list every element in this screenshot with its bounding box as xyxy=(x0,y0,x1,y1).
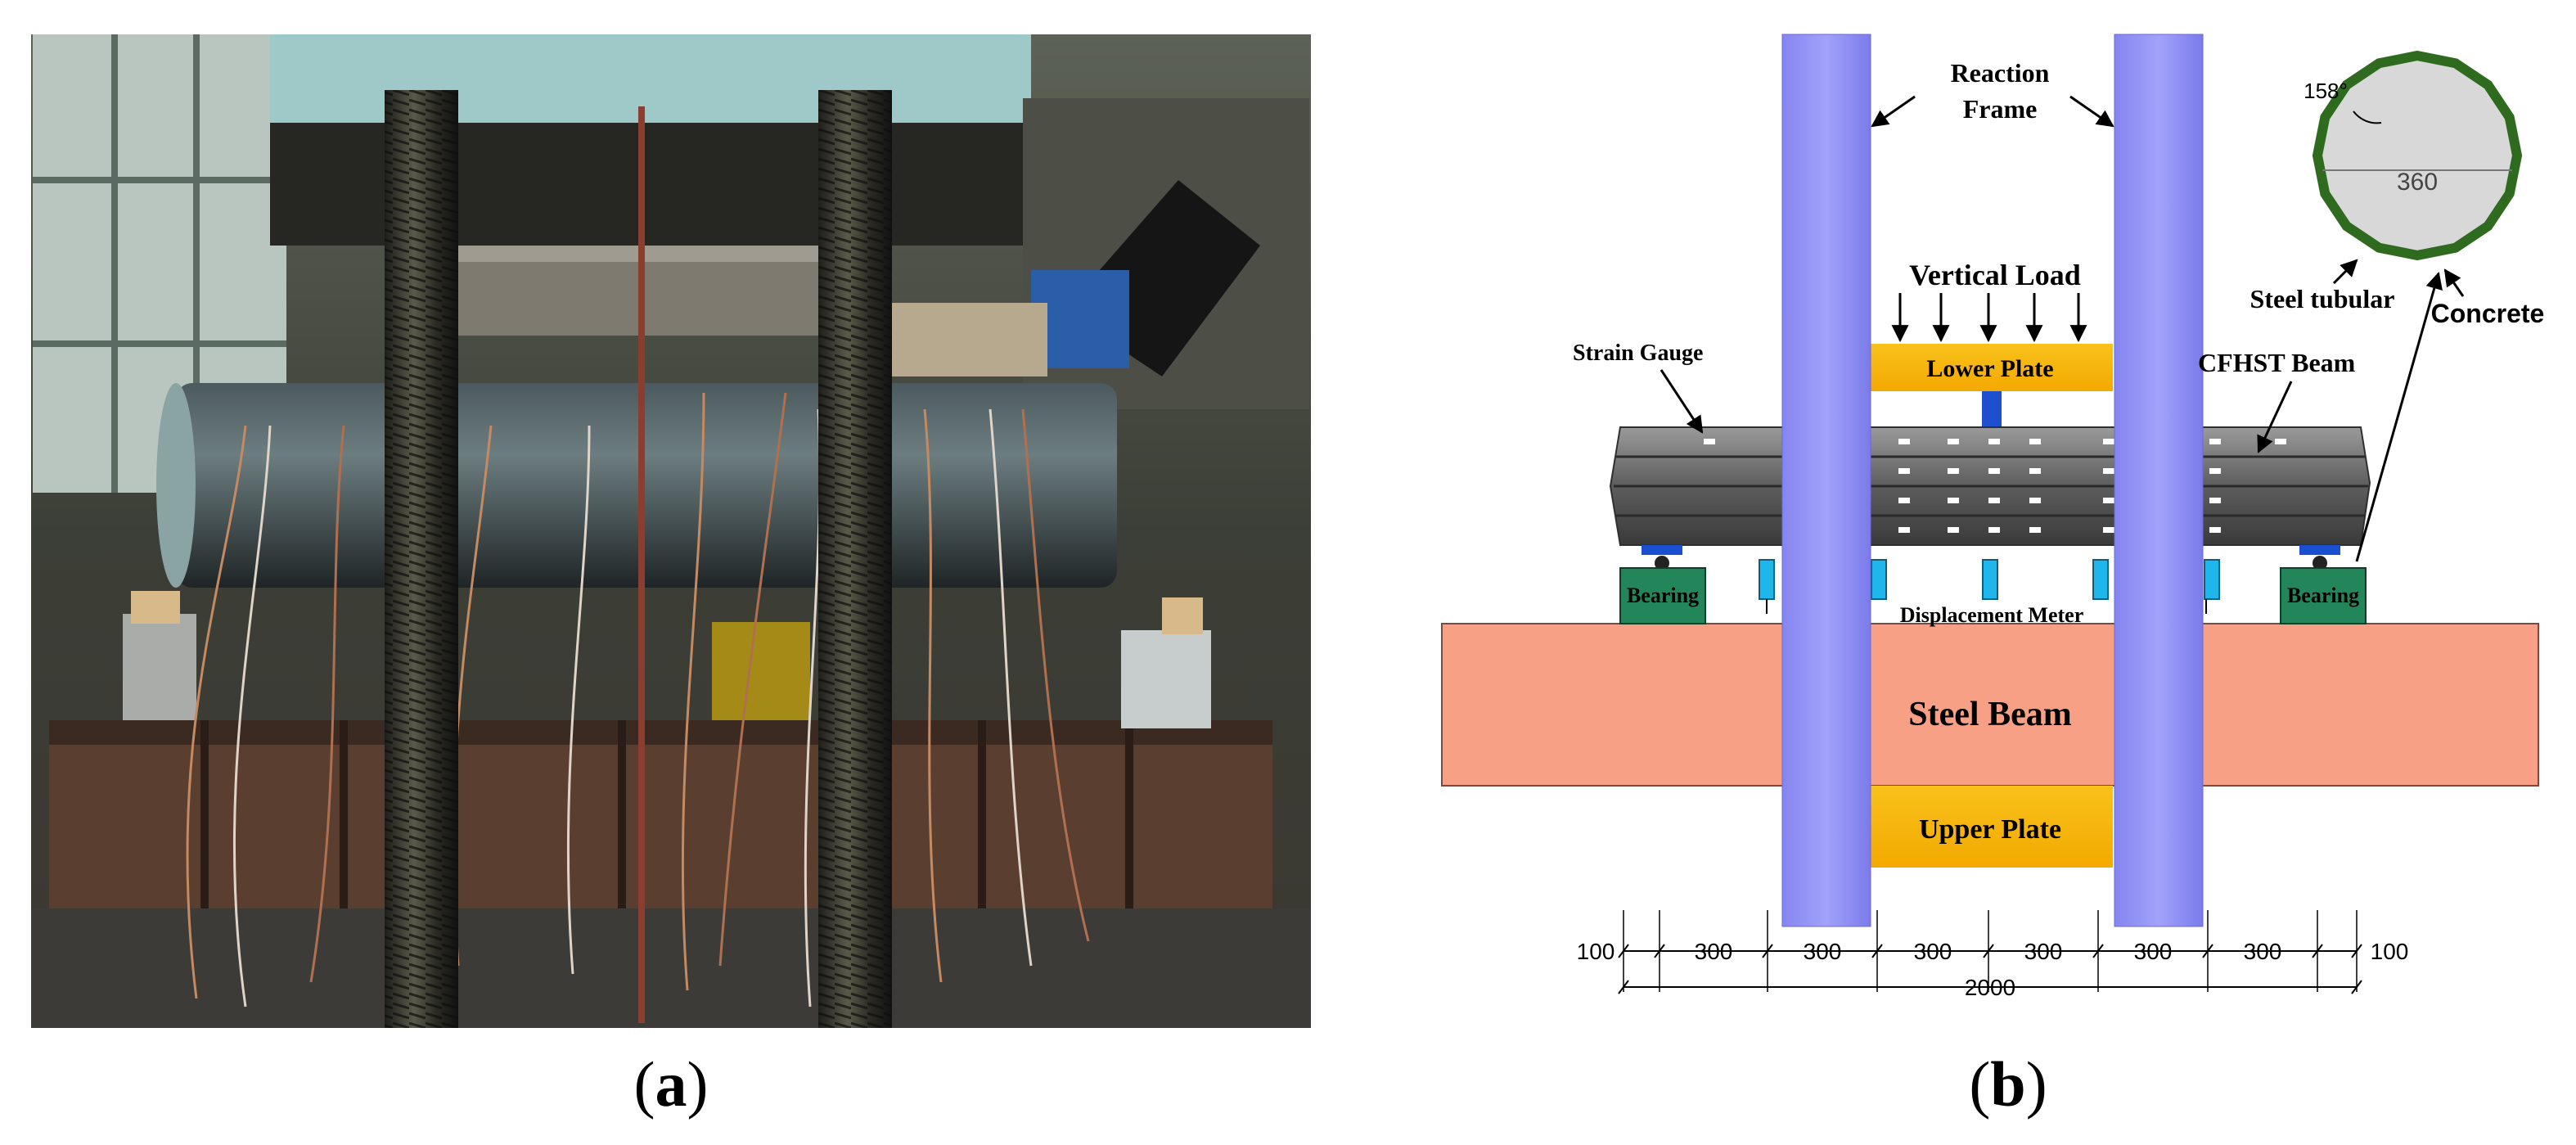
lower-plate xyxy=(1867,344,2113,391)
dimension-label: 300 xyxy=(2244,939,2282,964)
strain-gauge-mark xyxy=(2209,439,2221,444)
bearing-left xyxy=(1619,567,1706,624)
strain-gauge-mark xyxy=(2209,527,2221,533)
upper-plate-label: Upper Plate xyxy=(1919,814,2061,845)
cfhst-beam-label: CFHST Beam xyxy=(2198,348,2356,377)
strain-gauge-mark xyxy=(1988,527,2000,533)
dimension-label: 300 xyxy=(2024,939,2063,964)
bearing-left-label: Bearing xyxy=(1627,584,1699,607)
strain-gauge-mark xyxy=(2029,468,2041,474)
strain-gauge-mark xyxy=(1948,468,1959,474)
strain-gauge-mark xyxy=(1898,527,1910,533)
reaction-frame-label-2: Frame xyxy=(1963,94,2038,124)
reaction-frame-right xyxy=(2114,34,2204,927)
dimension-label: 2000 xyxy=(1965,975,2015,1000)
upper-plate xyxy=(1867,786,2113,868)
strain-gauge-mark xyxy=(2103,498,2114,503)
cfhst-beam xyxy=(1609,426,2371,546)
strain-gauge-mark xyxy=(1988,498,2000,503)
dimension-line xyxy=(2351,980,2362,994)
diameter-label: 360 xyxy=(2397,169,2438,196)
steel-tubular-label: Steel tubular xyxy=(2250,284,2395,313)
dimension-line xyxy=(1618,980,1629,994)
steel-beam xyxy=(1441,623,2539,787)
bearing-right-label: Bearing xyxy=(2287,584,2359,607)
strain-gauge-mark xyxy=(1988,439,2000,444)
reaction-frame-label-1: Reaction xyxy=(1951,58,2050,88)
strain-gauge-mark xyxy=(2103,439,2114,444)
dimension-label: 300 xyxy=(1804,939,1842,964)
dimension-line xyxy=(2092,944,2104,958)
dimension-label: 300 xyxy=(1695,939,1733,964)
displacement-meters xyxy=(1759,559,2220,600)
dimensions: 100 300 300 300 300 300 300 100 2000 xyxy=(1577,910,2409,1000)
strain-gauge-mark xyxy=(2209,498,2221,503)
dimension-label: 100 xyxy=(1577,939,1615,964)
strain-gauge-mark xyxy=(1948,527,1959,533)
strain-gauge-mark xyxy=(2103,527,2114,533)
strain-gauge-mark xyxy=(2029,439,2041,444)
strain-gauge-mark xyxy=(1948,498,1959,503)
strain-gauge-mark xyxy=(1898,439,1910,444)
displacement-meter-label: Displacement Meter xyxy=(1900,603,2084,627)
photo xyxy=(31,34,1311,1028)
strain-gauge-mark xyxy=(2029,498,2041,503)
caption-b: (b) xyxy=(1969,1048,2047,1120)
dimension-line xyxy=(1618,944,1629,958)
dimension-label: 100 xyxy=(2371,939,2409,964)
caption-a: (a) xyxy=(633,1048,709,1120)
angle-label: 158° xyxy=(2304,79,2348,103)
dimension-line xyxy=(2202,944,2213,958)
strain-gauge-mark xyxy=(1898,498,1910,503)
dimension-line xyxy=(1871,944,1883,958)
strain-gauge-mark xyxy=(2209,468,2221,474)
vertical-load-label: Vertical Load xyxy=(1909,259,2081,291)
steel-beam-label: Steel Beam xyxy=(1908,696,2071,733)
dimension-line xyxy=(1983,944,1994,958)
strain-gauge-mark xyxy=(2029,527,2041,533)
dimension-line xyxy=(2312,944,2323,958)
strain-gauge-mark xyxy=(1988,468,2000,474)
reaction-frame-left xyxy=(1781,34,1871,927)
dimension-line xyxy=(1762,944,1773,958)
dimension-line xyxy=(1654,944,1665,958)
strain-gauge-mark xyxy=(1898,468,1910,474)
dimension-line xyxy=(2351,944,2362,958)
strain-gauge-mark xyxy=(2275,439,2286,444)
concrete-label: Concrete xyxy=(2431,299,2545,328)
bearing-right xyxy=(2280,567,2367,624)
strain-gauge-label: Strain Gauge xyxy=(1573,340,1703,366)
lower-plate-label: Lower Plate xyxy=(1926,355,2053,382)
cross-section: 360 158° xyxy=(2304,50,2523,261)
strain-gauge-mark xyxy=(1948,439,1959,444)
strain-gauge-mark xyxy=(1704,439,1715,444)
dimension-label: 300 xyxy=(2134,939,2173,964)
load-cell xyxy=(1982,391,2002,427)
strain-gauge-mark xyxy=(2103,468,2114,474)
dimension-label: 300 xyxy=(1914,939,1952,964)
